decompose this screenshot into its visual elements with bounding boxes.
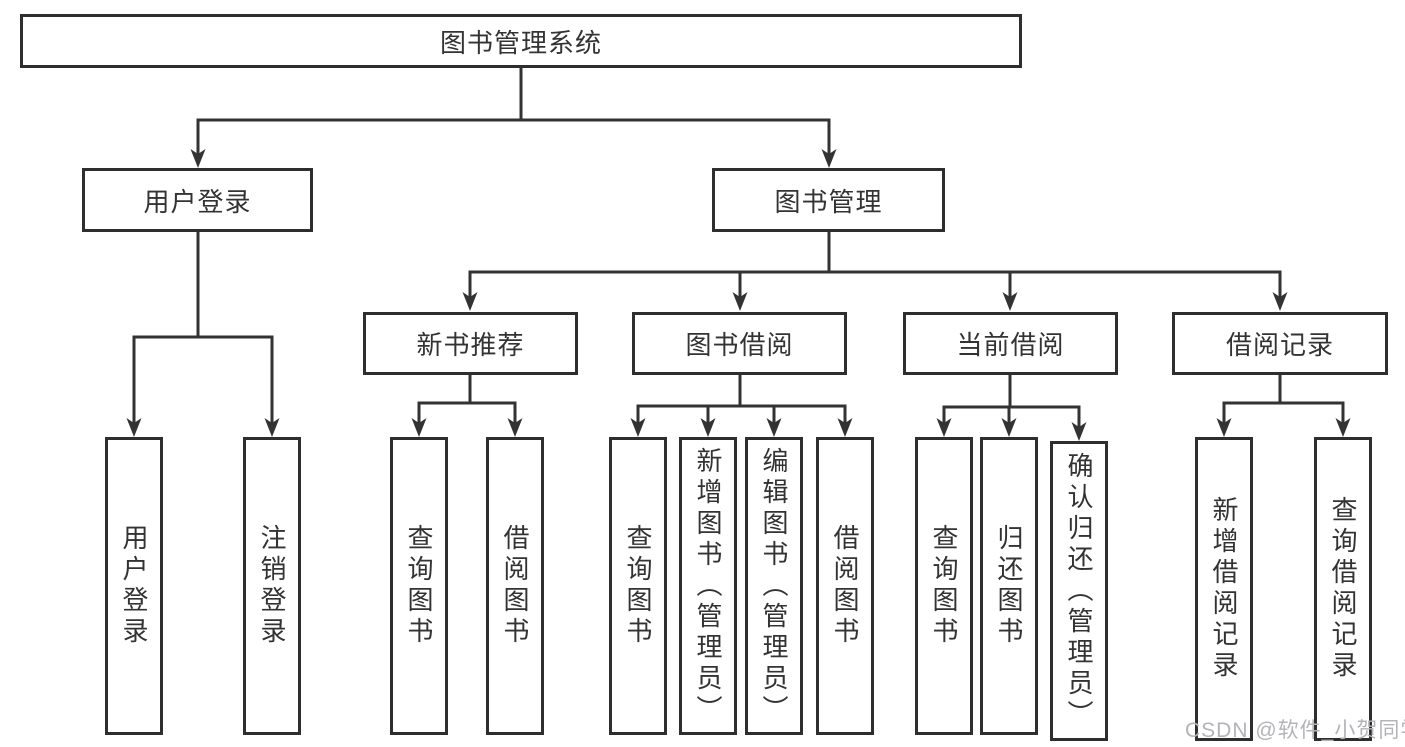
- arrow-down-icon: [837, 418, 853, 437]
- node-leaf-user-login-label: 用户登录: [119, 524, 149, 648]
- node-leaf-confirm-return-admin: 确认归还（管理员）: [1050, 441, 1108, 741]
- node-leaf-confirm-return-admin-label: 确认归还（管理员）: [1064, 451, 1094, 731]
- node-leaf-query-books-3: 查询图书: [915, 437, 973, 735]
- arrow-down-icon: [732, 292, 748, 311]
- node-leaf-logout: 注销登录: [243, 437, 301, 735]
- arrow-down-icon: [411, 418, 427, 437]
- arrowhead-icons: [126, 149, 1351, 441]
- node-leaf-borrow-books-1-label: 借阅图书: [500, 524, 530, 648]
- node-leaf-user-login: 用户登录: [105, 437, 163, 735]
- node-leaf-borrow-books-2: 借阅图书: [816, 437, 874, 735]
- node-leaf-query-books-1-label: 查询图书: [404, 524, 434, 648]
- node-borrowing-records: 借阅记录: [1172, 312, 1388, 375]
- node-leaf-add-books-admin: 新增图书（管理员）: [679, 437, 737, 735]
- node-leaf-borrow-books-1: 借阅图书: [486, 437, 544, 735]
- node-leaf-return-books: 归还图书: [980, 437, 1038, 735]
- node-leaf-query-books-2: 查询图书: [609, 437, 667, 735]
- arrow-down-icon: [1001, 418, 1017, 437]
- arrow-down-icon: [1272, 292, 1288, 311]
- node-book-management-label: 图书管理: [774, 186, 883, 217]
- node-root-label: 图书管理系统: [439, 27, 602, 58]
- node-new-book-recommend-label: 新书推荐: [416, 330, 525, 360]
- node-current-borrowing: 当前借阅: [903, 312, 1118, 375]
- node-user-login-label: 用户登录: [143, 186, 252, 217]
- node-leaf-query-books-2-label: 查询图书: [623, 524, 653, 648]
- arrow-down-icon: [630, 418, 646, 437]
- arrow-down-icon: [462, 292, 478, 311]
- node-leaf-borrow-books-2-label: 借阅图书: [830, 524, 860, 648]
- node-book-borrowing: 图书借阅: [632, 312, 847, 375]
- node-borrowing-records-label: 借阅记录: [1225, 330, 1334, 360]
- node-leaf-query-borrow-record: 查询借阅记录: [1314, 437, 1372, 741]
- node-leaf-add-borrow-record-label: 新增借阅记录: [1209, 496, 1239, 682]
- arrow-down-icon: [264, 418, 280, 437]
- node-leaf-edit-books-admin: 编辑图书（管理员）: [745, 437, 803, 735]
- node-user-login: 用户登录: [82, 168, 313, 232]
- csdn-watermark: CSDN @软件_小贺同学: [1185, 719, 1405, 742]
- arrow-down-icon: [126, 418, 142, 437]
- arrow-down-icon: [766, 418, 782, 437]
- node-root: 图书管理系统: [20, 14, 1022, 68]
- node-leaf-query-books-3-label: 查询图书: [929, 524, 959, 648]
- node-current-borrowing-label: 当前借阅: [956, 330, 1065, 360]
- arrow-down-icon: [507, 418, 523, 437]
- arrow-down-icon: [936, 418, 952, 437]
- arrow-down-icon: [1071, 422, 1087, 441]
- node-book-borrowing-label: 图书借阅: [685, 330, 794, 360]
- arrow-down-icon: [700, 418, 716, 437]
- connector-paths: [132, 66, 1345, 429]
- node-leaf-add-borrow-record: 新增借阅记录: [1195, 437, 1253, 741]
- node-leaf-edit-books-admin-label: 编辑图书（管理员）: [759, 446, 789, 726]
- node-leaf-add-books-admin-label: 新增图书（管理员）: [693, 446, 723, 726]
- node-book-management: 图书管理: [712, 168, 945, 232]
- node-new-book-recommend: 新书推荐: [363, 312, 578, 375]
- node-leaf-return-books-label: 归还图书: [994, 524, 1024, 648]
- node-leaf-logout-label: 注销登录: [257, 524, 287, 648]
- arrow-down-icon: [1216, 418, 1232, 437]
- node-leaf-query-books-1: 查询图书: [390, 437, 448, 735]
- arrow-down-icon: [190, 149, 206, 168]
- node-leaf-query-borrow-record-label: 查询借阅记录: [1328, 496, 1358, 682]
- arrow-down-icon: [1335, 418, 1351, 437]
- arrow-down-icon: [1002, 292, 1018, 311]
- arrow-down-icon: [821, 149, 837, 168]
